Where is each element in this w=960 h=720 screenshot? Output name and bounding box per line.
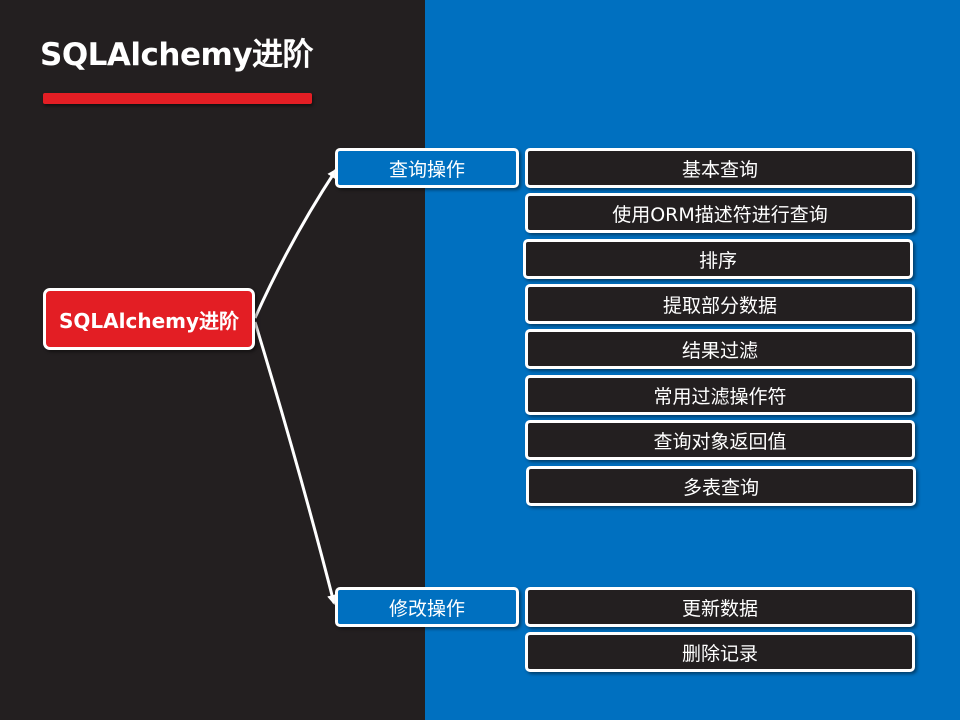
connector-to-query [253,168,338,319]
leaf-update-data: 更新数据 [525,587,915,627]
leaf-basic-query: 基本查询 [525,148,915,188]
root-node: SQLAlchemy进阶 [43,288,255,350]
leaf-query-return-values: 查询对象返回值 [525,420,915,460]
connector-to-modify [253,321,337,605]
leaf-delete-records: 删除记录 [525,632,915,672]
leaf-result-filter: 结果过滤 [525,329,915,369]
slide-title: SQLAlchemy进阶 [40,37,314,73]
leaf-multi-table-query: 多表查询 [526,466,916,506]
category-query: 查询操作 [335,148,519,188]
category-modify: 修改操作 [335,587,519,627]
leaf-partial-data: 提取部分数据 [525,284,915,324]
leaf-sorting: 排序 [523,239,913,279]
leaf-orm-descriptor-query: 使用ORM描述符进行查询 [525,193,915,233]
title-underline-bar [43,93,312,104]
leaf-filter-operators: 常用过滤操作符 [525,375,915,415]
